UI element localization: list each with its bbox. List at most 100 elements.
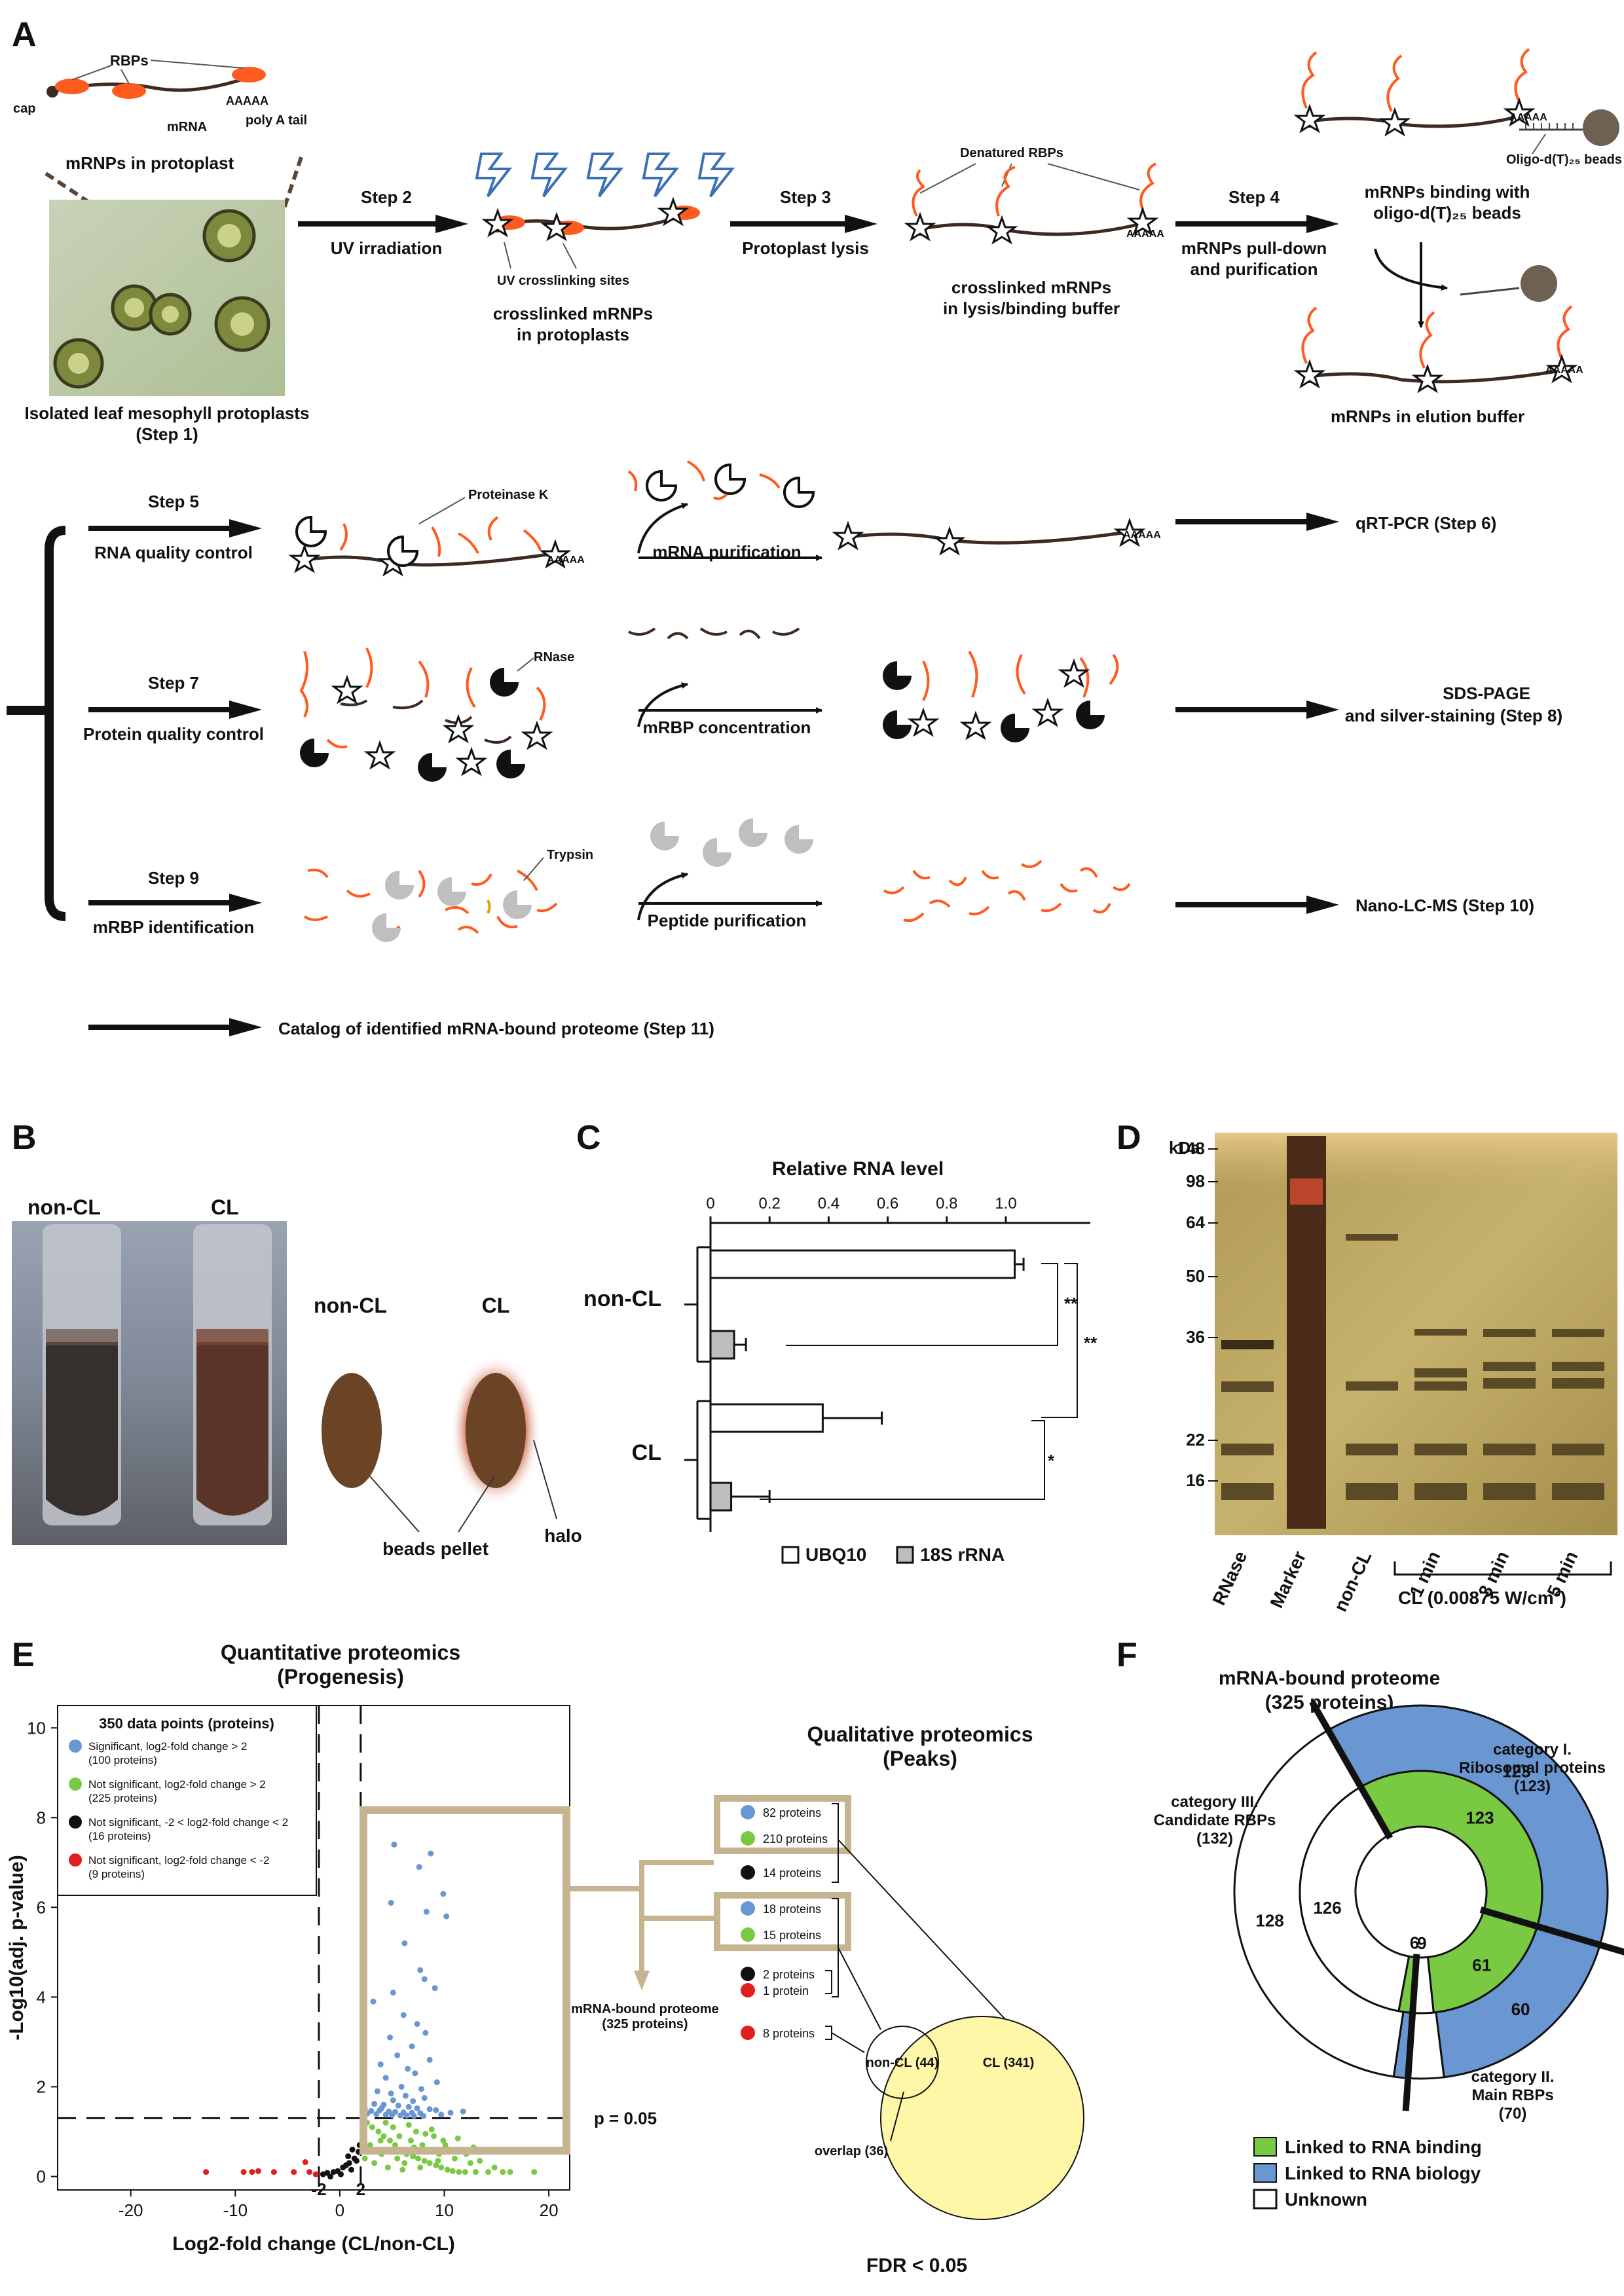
e-point [451, 2155, 458, 2162]
e-point [390, 1990, 396, 1996]
gel-lane-label: RNase [1209, 1548, 1251, 1608]
gel-marker-label: 148 [1177, 1139, 1205, 1158]
f-category-divider [1402, 1954, 1420, 2111]
e-point [491, 2164, 498, 2171]
panel-label-f: F [1116, 1636, 1137, 1674]
e-point [420, 2113, 427, 2119]
e-point [401, 2160, 408, 2166]
e-point [346, 2160, 352, 2166]
uv-sites-label: UV crosslinking sites [497, 274, 629, 288]
f-legend-3: Unknown [1285, 2189, 1367, 2210]
proteinase-label: Proteinase K [468, 488, 549, 502]
f-inner-slice [1299, 1785, 1411, 2013]
e-point [443, 1913, 450, 1920]
e-point [472, 2169, 479, 2176]
e-point [407, 2138, 414, 2144]
e-point [462, 2169, 468, 2176]
e-point [382, 2111, 389, 2118]
e-point [485, 2169, 492, 2176]
e-point [371, 2160, 378, 2166]
pellet-pointer-2 [458, 1476, 495, 1533]
fdr-label: FDR < 0.05 [866, 2255, 967, 2276]
step1-line2: (Step 1) [136, 424, 198, 444]
pellet-pointer-1 [369, 1476, 420, 1533]
quant-title-1: Quantitative proteomics [221, 1641, 460, 1664]
mrna-purif-label: mRNA purification [652, 542, 801, 562]
workflow-bracket [7, 526, 66, 921]
c-bar [709, 1403, 824, 1433]
e-point [373, 2111, 380, 2117]
gel-lane-label: Marker [1266, 1548, 1310, 1611]
e-point [467, 2160, 473, 2166]
sds-line1: SDS-PAGE [1443, 683, 1530, 703]
sds-arrow [1175, 701, 1339, 719]
e-point [368, 2107, 375, 2114]
c-sig-bracket [760, 1420, 1045, 1500]
nanolc-label: Nano-LC-MS (Step 10) [1356, 896, 1534, 915]
mrna-label: mRNA [167, 120, 207, 134]
e-point [377, 2061, 384, 2068]
pulldown-line1: mRNPs pull-down [1181, 238, 1327, 258]
oligo-label: Oligo-d(T)₂₅ beads [1506, 153, 1622, 167]
e-point [401, 1940, 408, 1946]
e-point [410, 2098, 416, 2104]
peptide-curve [637, 872, 688, 920]
e-point [345, 2153, 352, 2160]
e-point [394, 2155, 401, 2162]
elution-label: mRNPs in elution buffer [1331, 407, 1524, 426]
f-category-divider [1309, 1700, 1393, 1840]
venn-cl [880, 2016, 1084, 2220]
cat3-l1: category III. [1171, 1793, 1258, 1811]
legend-e-4a: Not significant, log2-fold change < -2 [88, 1854, 269, 1867]
e-point [337, 2171, 344, 2178]
f-legend [1253, 2137, 1278, 2210]
pellet-noncl [322, 1373, 382, 1488]
e-point [414, 2020, 420, 2027]
legend-ubq10: UBQ10 [805, 1544, 866, 1565]
e-point [388, 2090, 394, 2097]
f-legend-2: Linked to RNA biology [1285, 2163, 1481, 2183]
count-box-1 [714, 1795, 851, 1854]
e-point [442, 2141, 449, 2148]
crosslinked-line2: in protoplasts [517, 325, 629, 344]
trypsin-fragments [650, 818, 813, 867]
step7-label: Step 7 [148, 673, 199, 693]
gel-marker-label: 64 [1186, 1212, 1205, 1232]
count-label: 1 protein [763, 1984, 809, 1997]
e-point [312, 2171, 319, 2178]
c-tick-label: 0 [706, 1195, 714, 1212]
e-point [382, 2075, 389, 2081]
uv-lightning-icon [475, 153, 735, 198]
f-outer-label: 128 [1255, 1911, 1283, 1931]
e-point [449, 2168, 456, 2174]
selection-box [360, 1806, 570, 2155]
c-bar [709, 1482, 733, 1512]
gel-lane-label: non-CL [1330, 1548, 1375, 1614]
photo-label-cl: CL [211, 1195, 239, 1219]
polya-seq: AAAAA [226, 94, 268, 107]
cat2-l3: (70) [1499, 2105, 1527, 2123]
pellet-label-cl: CL [482, 1294, 510, 1317]
count-label: 14 proteins [763, 1867, 821, 1880]
concentrated-mrbp [883, 650, 1119, 742]
digested-fragments [627, 460, 815, 508]
sds-line2: and silver-staining (Step 8) [1345, 706, 1562, 725]
e-point [418, 2086, 424, 2092]
count-label: 2 proteins [763, 1968, 815, 1981]
e-point [384, 2164, 391, 2171]
protein-qc-label: Protein quality control [83, 724, 264, 744]
e-point [390, 2124, 396, 2130]
e-xtick-label: -20 [119, 2200, 143, 2220]
e-point [394, 2052, 401, 2058]
rbps-label: RBPs [110, 52, 149, 69]
e-xtick-label: 20 [540, 2200, 559, 2220]
count-brackets [825, 1803, 1012, 2053]
peptide-label: Peptide purification [648, 911, 807, 930]
selection-arrowhead [634, 1971, 650, 1990]
mrna-purif-curve [637, 502, 688, 554]
e-point [431, 2133, 437, 2140]
mrna-bound-line2: (325 proteins) [602, 2017, 688, 2032]
e-point [370, 1998, 377, 2005]
gel-marker-label: 36 [1186, 1327, 1205, 1347]
